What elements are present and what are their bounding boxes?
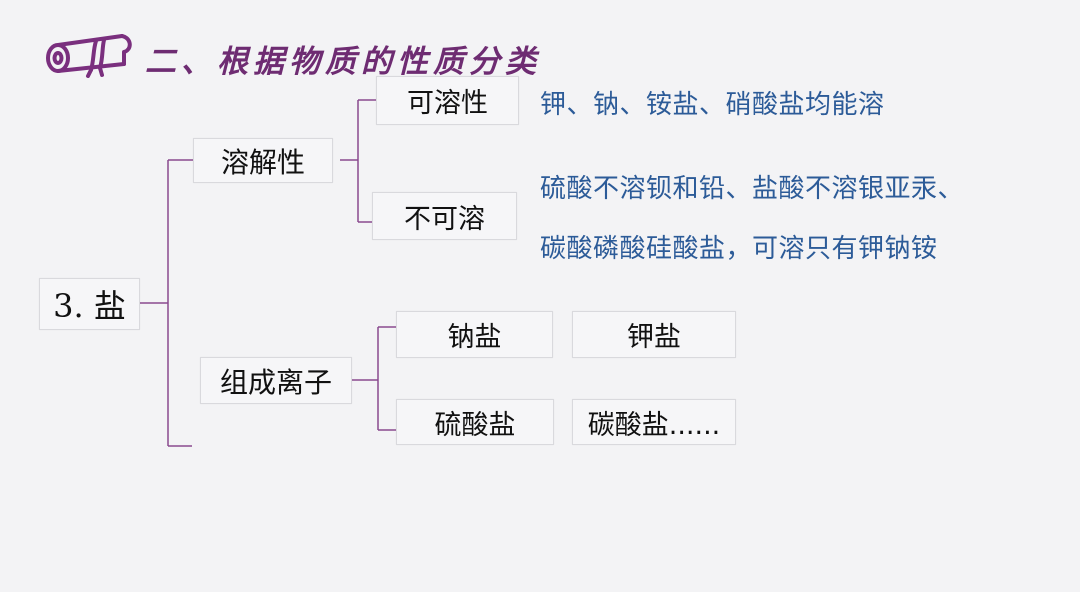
node-insoluble: 不可溶 bbox=[372, 192, 517, 240]
insoluble-note-line2: 碳酸磷酸硅酸盐，可溶只有钾钠铵 bbox=[540, 234, 938, 264]
page-title: 二、根据物质的性质分类 bbox=[145, 44, 541, 80]
node-soluble: 可溶性 bbox=[376, 76, 519, 125]
soluble-note: 钾、钠、铵盐、硝酸盐均能溶 bbox=[540, 90, 885, 120]
root-node-salt: 3. 盐 bbox=[39, 278, 140, 330]
node-sulfate-salt: 硫酸盐 bbox=[396, 399, 554, 445]
branch-solubility: 溶解性 bbox=[193, 138, 333, 183]
node-carbonate-salt: 碳酸盐...... bbox=[572, 399, 736, 445]
node-potassium-salt: 钾盐 bbox=[572, 311, 736, 358]
scroll-icon bbox=[46, 34, 132, 78]
node-sodium-salt: 钠盐 bbox=[396, 311, 553, 358]
insoluble-note-line1: 硫酸不溶钡和铅、盐酸不溶银亚汞、 bbox=[540, 174, 965, 204]
branch-ions: 组成离子 bbox=[200, 357, 352, 404]
